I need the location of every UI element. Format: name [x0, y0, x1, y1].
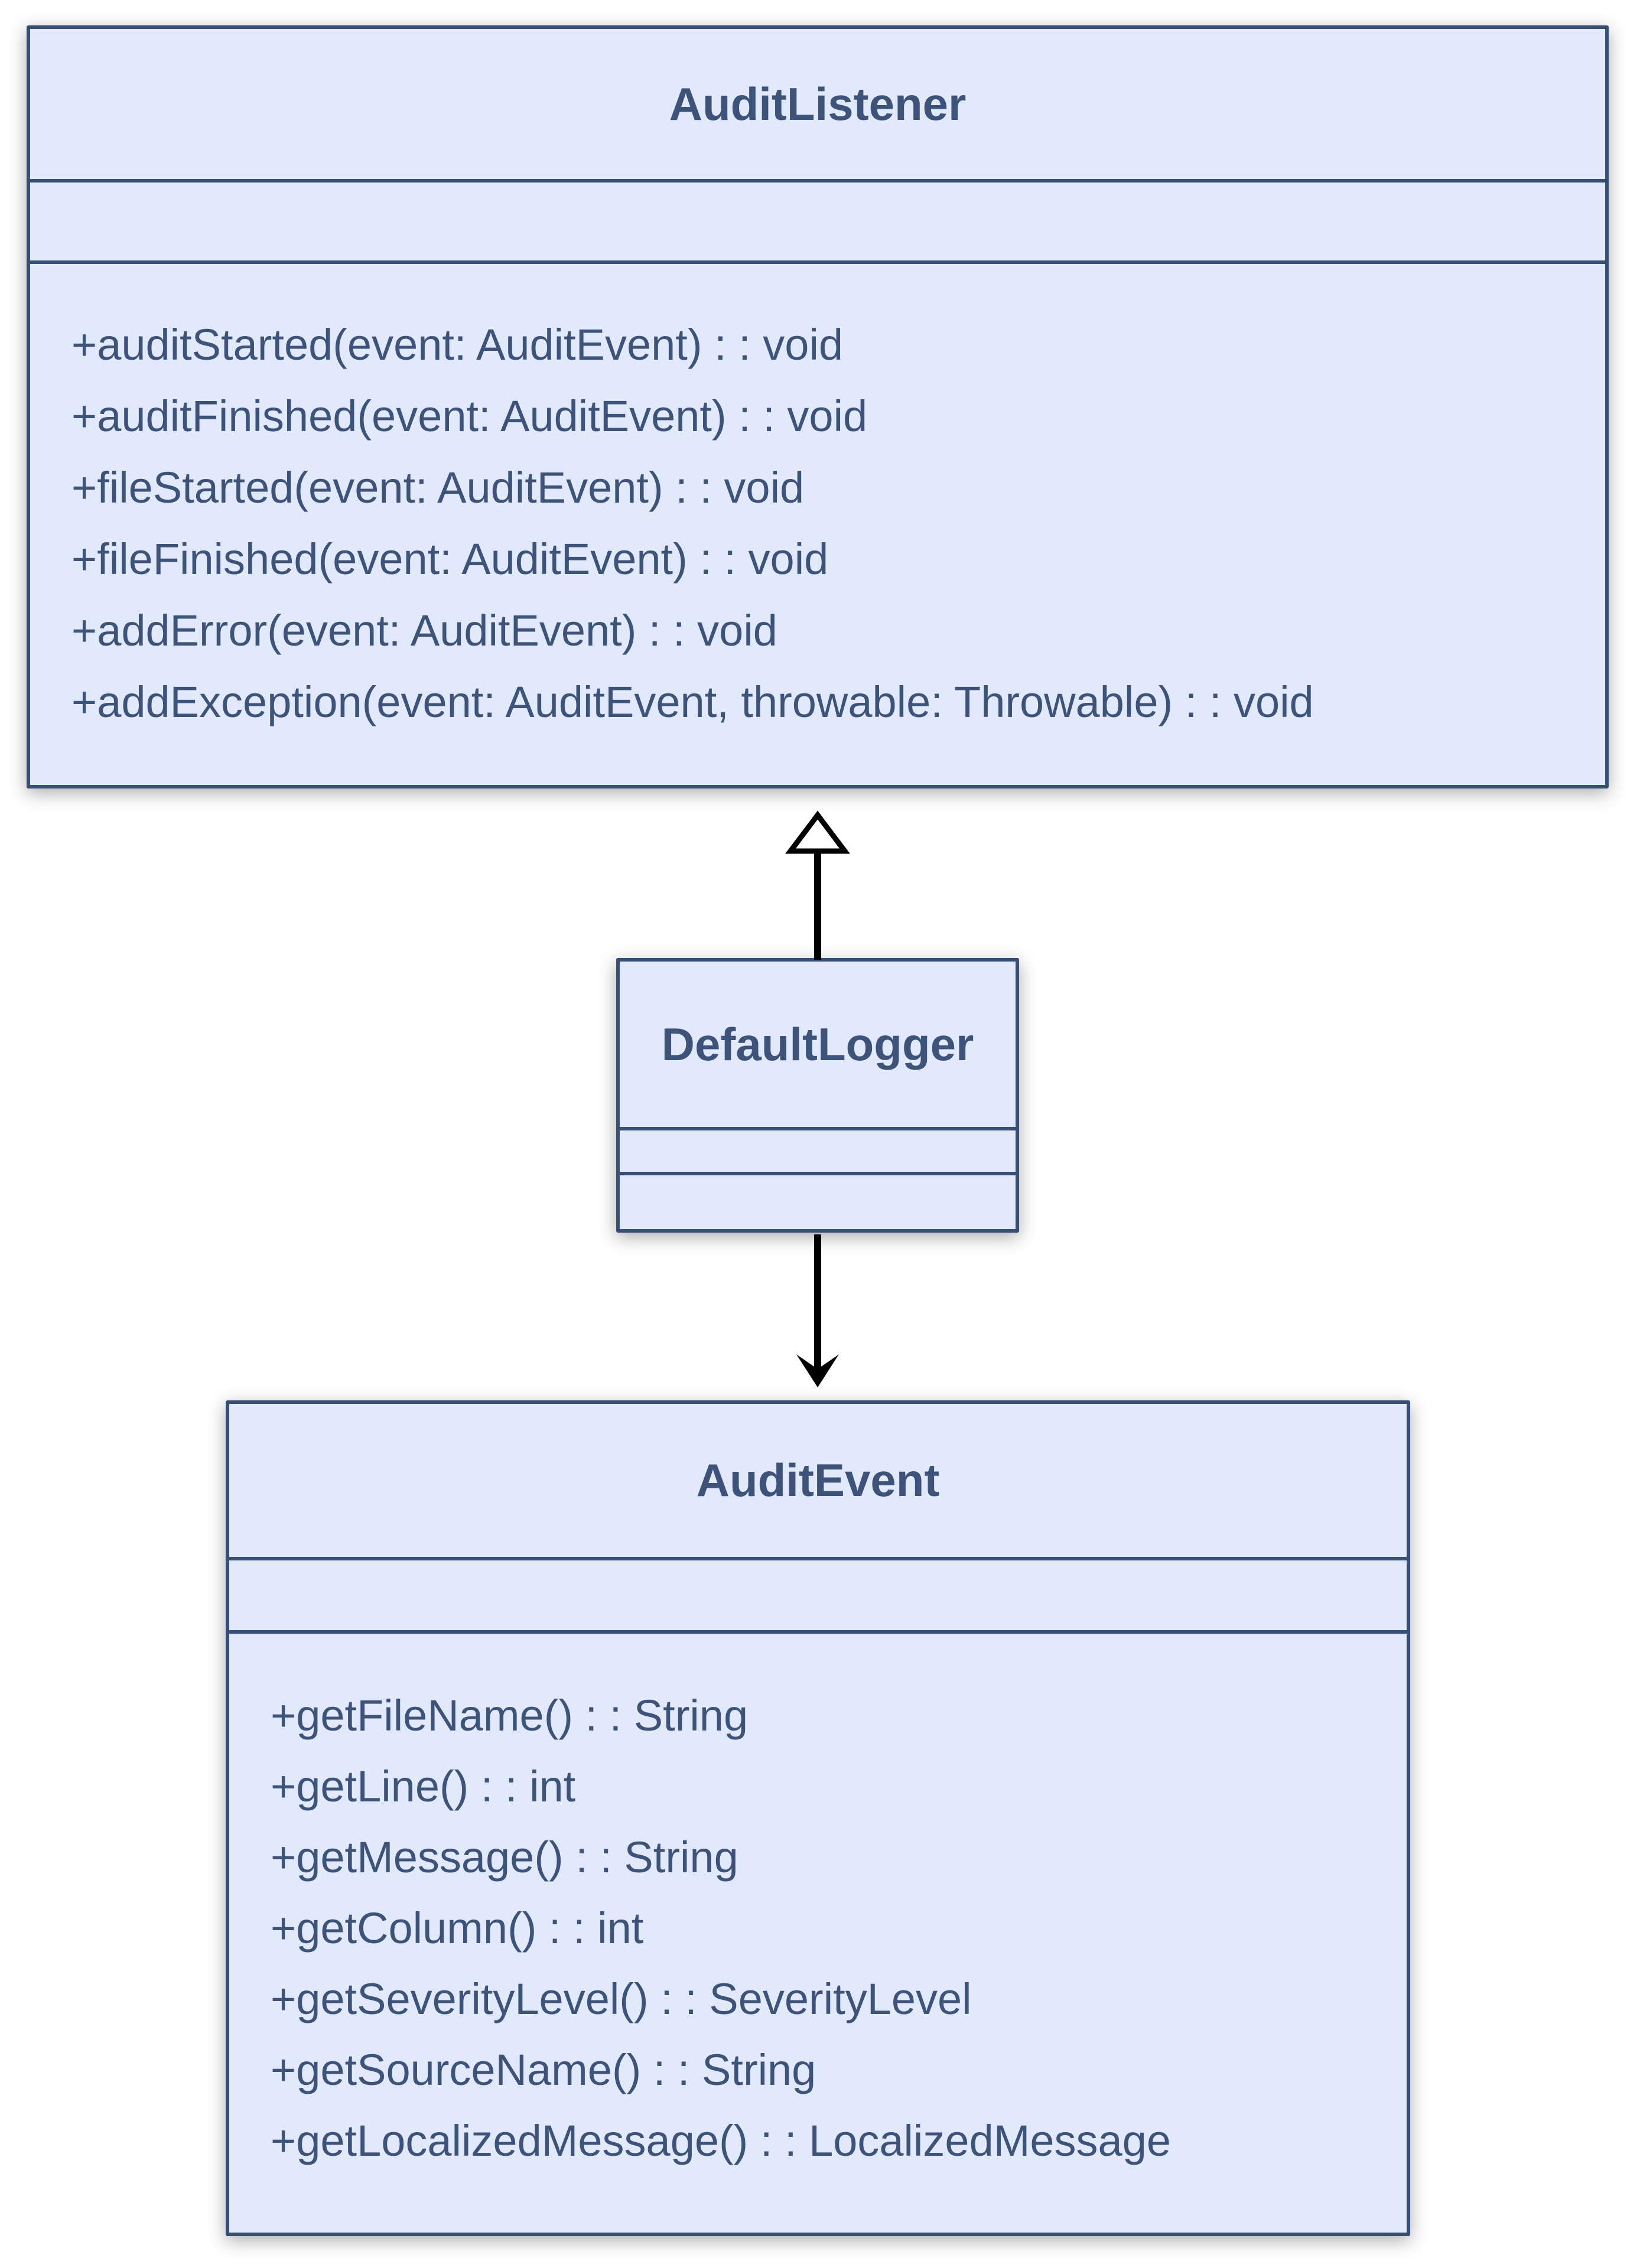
class-box-auditevent: AuditEvent +getFileName() : : String +ge…	[226, 1400, 1410, 2236]
class-box-auditlistener: AuditListener +auditStarted(event: Audit…	[27, 25, 1609, 788]
auditlistener-title-compartment: AuditListener	[30, 29, 1605, 179]
method-getseveritylevel: +getSeverityLevel() : : SeverityLevel	[271, 1974, 972, 2023]
defaultlogger-fields-compartment	[620, 1127, 1016, 1172]
auditlistener-methods-compartment: +auditStarted(event: AuditEvent) : : voi…	[30, 260, 1605, 785]
method-getline: +getLine() : : int	[271, 1762, 576, 1811]
auditevent-title-compartment: AuditEvent	[229, 1404, 1407, 1557]
method-auditfinished: +auditFinished(event: AuditEvent) : : vo…	[71, 392, 868, 441]
class-box-defaultlogger: DefaultLogger	[616, 958, 1019, 1233]
class-name-defaultlogger: DefaultLogger	[661, 1018, 974, 1070]
hollow-triangle-arrowhead	[785, 810, 851, 854]
defaultlogger-methods-compartment	[620, 1172, 1016, 1229]
class-name-auditlistener: AuditListener	[669, 77, 967, 130]
method-getsourcename: +getSourceName() : : String	[271, 2045, 816, 2094]
class-name-auditevent: AuditEvent	[696, 1454, 940, 1506]
method-getmessage: +getMessage() : : String	[271, 1833, 738, 1882]
method-getcolumn: +getColumn() : : int	[271, 1904, 644, 1953]
defaultlogger-title-compartment: DefaultLogger	[620, 962, 1016, 1127]
method-getlocalizedmessage: +getLocalizedMessage() : : LocalizedMess…	[271, 2116, 1172, 2165]
method-getfilename: +getFileName() : : String	[271, 1691, 749, 1740]
filled-arrowhead	[796, 1354, 839, 1387]
generalization-arrow	[785, 810, 851, 960]
association-arrow	[796, 1234, 839, 1387]
method-filestarted: +fileStarted(event: AuditEvent) : : void	[71, 463, 805, 512]
auditlistener-fields-compartment	[30, 179, 1605, 260]
method-adderror: +addError(event: AuditEvent) : : void	[71, 606, 777, 655]
method-filefinished: +fileFinished(event: AuditEvent) : : voi…	[71, 535, 829, 584]
auditevent-fields-compartment	[229, 1557, 1407, 1630]
method-addexception: +addException(event: AuditEvent, throwab…	[71, 677, 1314, 726]
auditevent-methods-compartment: +getFileName() : : String +getLine() : :…	[229, 1630, 1407, 2233]
method-auditstarted: +auditStarted(event: AuditEvent) : : voi…	[71, 320, 844, 369]
